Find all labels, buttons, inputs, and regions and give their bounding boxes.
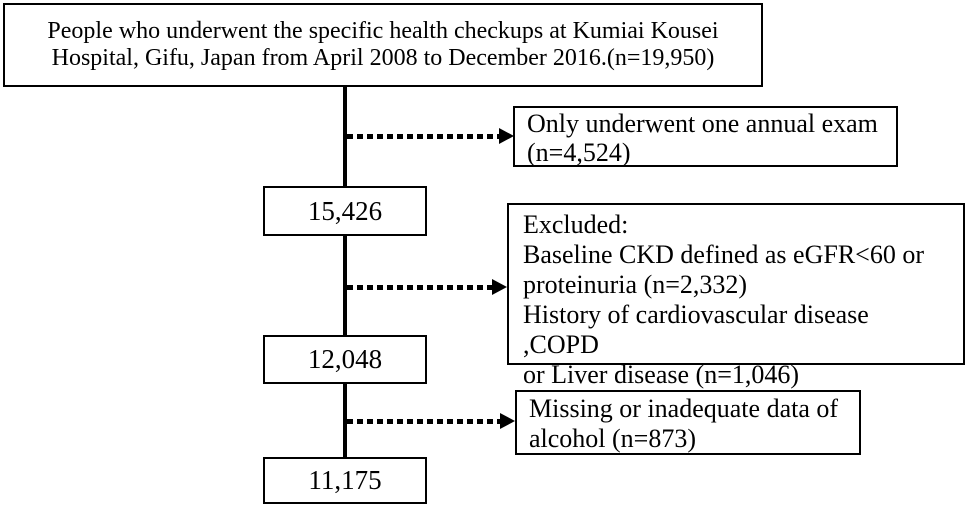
exclusion-arrow-1-arrowhead-icon: [499, 128, 514, 144]
cohort-count-box-after-first-exclusion: 15,426: [263, 186, 427, 236]
cohort-count-box-after-second-exclusion: 12,048: [263, 335, 427, 384]
flow-line-vertical: [343, 87, 347, 457]
exclusion-arrow-1-line: [347, 134, 500, 139]
exclusion-box-one-annual-exam: Only underwent one annual exam (n=4,524): [513, 106, 898, 167]
cohort-count-box-final: 11,175: [263, 457, 427, 504]
exclusion-box-missing-alcohol-data: Missing or inadequate data of alcohol (n…: [515, 390, 861, 455]
exclusion-arrow-2-arrowhead-icon: [492, 279, 507, 295]
exclusion-box-ckd-cvd-copd-liver: Excluded: Baseline CKD defined as eGFR<6…: [507, 203, 965, 389]
exclusion-arrow-3-line: [347, 419, 501, 424]
exclusion-arrow-2-line: [347, 285, 493, 290]
exclusion-arrow-3-arrowhead-icon: [500, 413, 515, 429]
source-population-box: People who underwent the specific health…: [3, 3, 763, 87]
